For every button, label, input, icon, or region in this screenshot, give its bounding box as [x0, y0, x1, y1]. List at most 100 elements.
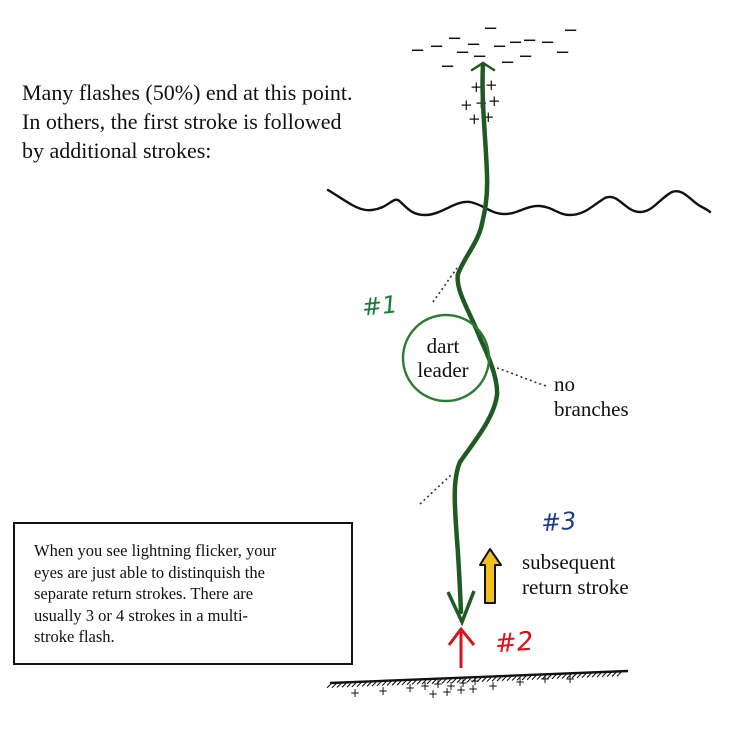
label-number-2: #2 — [494, 626, 535, 660]
ground-hatch-line — [421, 678, 428, 685]
ground-hatch-line — [611, 671, 618, 677]
ground-hatch-line — [431, 678, 438, 685]
negative-charge: − — [492, 36, 507, 57]
subsequent-return-stroke-label: subsequent return stroke — [522, 550, 629, 600]
ground-hatch-line — [616, 670, 623, 677]
positive-charge: + — [460, 96, 473, 114]
ground-hatch-line — [526, 674, 533, 681]
positive-charge: + — [515, 675, 525, 689]
ground-hatch-line — [496, 675, 503, 682]
pointer-line-no-branches — [496, 367, 547, 387]
ground-hatch-line — [491, 675, 498, 682]
ground-hatch-line — [346, 681, 353, 688]
ground-hatch-line — [411, 679, 418, 685]
positive-charge: + — [470, 78, 483, 96]
dart-leader-channel — [452, 61, 500, 615]
dart-leader-circle — [401, 313, 491, 403]
ground-hatch-line — [591, 671, 598, 678]
ground-hatch-line — [331, 682, 338, 689]
cloud-positive-charges: +++++++ — [460, 76, 501, 128]
positive-charge: + — [468, 682, 478, 696]
negative-charge: − — [429, 36, 444, 57]
positive-charge: + — [456, 683, 466, 697]
note-text: When you see lightning flicker, your eye… — [34, 540, 344, 648]
ground-hatch-line — [486, 676, 493, 682]
note-line: When you see lightning flicker, your — [34, 541, 277, 560]
ground-hatch-line — [441, 677, 448, 684]
note-line: usually 3 or 4 strokes in a multi- — [34, 605, 249, 625]
positive-charge: + — [378, 684, 388, 698]
no-branches-label-line: no — [554, 372, 575, 396]
positive-charge: + — [458, 676, 468, 690]
ground-line — [329, 669, 629, 685]
ground-hatch-line — [386, 680, 393, 686]
ground-hatch-line — [481, 676, 488, 683]
ground-hatch-line — [596, 671, 603, 678]
note-box — [13, 522, 353, 665]
ground-hatch-line — [511, 675, 518, 681]
ground-positive-charges: ++++++++++++++++ — [350, 672, 575, 701]
ground-hatch-line — [396, 679, 403, 686]
subsequent-return-stroke-label-line: subsequent — [522, 550, 616, 574]
positive-charge: + — [442, 685, 452, 699]
ground-hatch-line — [586, 672, 593, 678]
ground-hatch-line — [416, 678, 423, 685]
negative-charge: − — [447, 28, 462, 49]
label-number-1: #1 — [360, 290, 399, 322]
negative-charge: − — [455, 42, 470, 63]
return-stroke-red-arrow — [447, 626, 476, 646]
ground-hatch-line — [336, 682, 343, 688]
cloud-negative-charges: −−−−−−−−−−−−−−−− — [410, 18, 578, 77]
ground-hatch-line — [501, 675, 508, 682]
ground-hatch-line — [461, 677, 468, 683]
intro-line: In others, the first stroke is followed — [22, 109, 342, 134]
ground-hatch-line — [456, 677, 463, 684]
negative-charge: − — [508, 32, 523, 53]
negative-charge: − — [440, 56, 455, 77]
ground-hatch-line — [466, 676, 473, 683]
ground-hatch-line — [606, 671, 613, 678]
positive-charge: + — [405, 681, 415, 695]
ground-hatch-line — [551, 673, 558, 680]
ground-hatch-line — [541, 673, 548, 680]
negative-charge: − — [518, 46, 533, 67]
ground-hatch-line — [356, 681, 363, 688]
ground-hatch-line — [361, 681, 368, 687]
ground-hatch-line — [561, 673, 568, 679]
negative-charge: − — [466, 34, 481, 55]
ground-hatch-line — [376, 680, 383, 687]
ground-hatch-line — [516, 674, 523, 681]
negative-charge: − — [555, 42, 570, 63]
positive-charge: + — [428, 687, 438, 701]
positive-charge: + — [420, 679, 430, 693]
ground-hatch-line — [446, 677, 453, 684]
positive-charge: + — [488, 92, 501, 110]
positive-charge: + — [350, 686, 360, 700]
negative-charge: − — [522, 30, 537, 51]
ground-hatch-line — [521, 674, 528, 681]
no-branches-label: no branches — [554, 372, 629, 422]
ground-hatch-line — [351, 681, 358, 688]
ground-hatch-line — [536, 674, 543, 680]
ground-hatch-line — [566, 672, 573, 679]
ground-hatch-line — [576, 672, 583, 679]
pointer-line-1-upper — [432, 267, 458, 303]
positive-charge: + — [433, 677, 443, 691]
dart-leader-label: dart leader — [403, 334, 483, 382]
ground-hatch-line — [401, 679, 408, 686]
intro-line: Many flashes (50%) end at this point. — [22, 80, 353, 105]
subsequent-return-stroke-label-line: return stroke — [522, 575, 629, 599]
ground-hatch-line — [451, 677, 458, 684]
down-arrow-head — [446, 590, 476, 627]
ground-hatch-line — [426, 678, 433, 685]
pointer-line-1-lower — [419, 473, 453, 505]
positive-charge: + — [565, 672, 575, 686]
positive-charge: + — [488, 679, 498, 693]
ground-hatch-line — [546, 673, 553, 680]
ground-hatch-line — [326, 682, 333, 689]
subsequent-return-stroke-arrow — [479, 548, 502, 604]
ground-hatch-line — [341, 681, 348, 688]
note-line: eyes are just able to distinquish the — [34, 562, 265, 582]
negative-charge: − — [563, 20, 578, 41]
